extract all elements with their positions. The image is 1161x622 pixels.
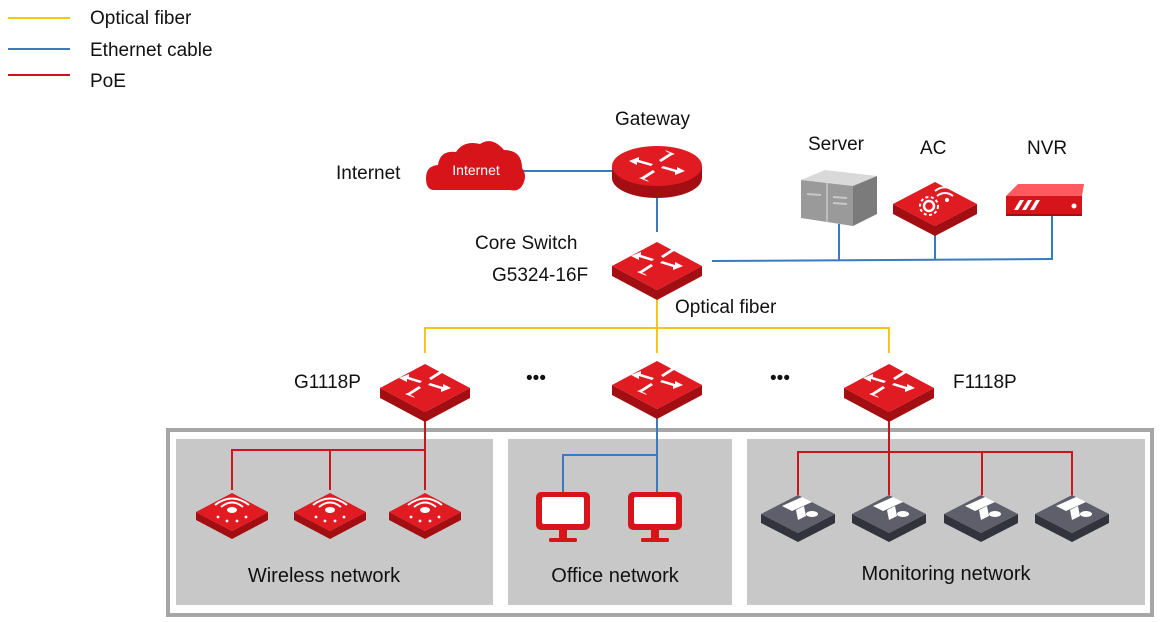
office-network-label: Office network	[551, 565, 679, 587]
gateway-label: Gateway	[615, 109, 690, 130]
legend-label-poe: PoE	[90, 71, 126, 92]
legend: Optical fiber Ethernet cable PoE	[8, 8, 213, 92]
legend-label-ethernet-cable: Ethernet cable	[90, 40, 213, 61]
monitoring-network-label: Monitoring network	[862, 563, 1032, 585]
ac-controller-icon	[893, 182, 977, 236]
access-network-frame	[166, 428, 1154, 617]
link-core-servers	[711, 258, 1053, 262]
gateway-router-icon	[612, 146, 702, 198]
wireless-network-label: Wireless network	[248, 565, 401, 587]
internet-cloud-icon: Internet	[426, 141, 525, 191]
uplink-optical-fiber-label: Optical fiber	[675, 297, 777, 318]
office-switch-icon	[612, 361, 702, 419]
nvr-label: NVR	[1027, 138, 1067, 159]
internet-cloud-text: Internet	[452, 162, 500, 178]
internet-label: Internet	[336, 163, 401, 184]
server-icon	[801, 170, 877, 226]
f1118p-label: F1118P	[953, 372, 1017, 393]
core-switch-label: Core Switch	[475, 233, 577, 254]
core-switch-icon	[612, 242, 702, 300]
core-switch-model-label: G5324-16F	[492, 265, 588, 286]
link-monitoring-bus	[797, 451, 1073, 495]
nvr-icon	[1006, 184, 1084, 216]
link-fiber-bus	[424, 327, 890, 353]
ellipsis-right: •••	[770, 368, 790, 389]
g1118p-switch-icon	[380, 364, 470, 422]
poe-links	[231, 410, 1073, 495]
server-label: Server	[808, 134, 865, 155]
f1118p-switch-icon	[844, 364, 934, 422]
fiber-links	[424, 292, 890, 353]
ellipsis-left: •••	[526, 368, 546, 389]
link-wireless-bus	[231, 449, 426, 490]
legend-label-optical-fiber: Optical fiber	[90, 8, 192, 29]
ac-label: AC	[920, 138, 946, 159]
link-office-pcs	[562, 454, 658, 495]
g1118p-label: G1118P	[294, 372, 361, 393]
